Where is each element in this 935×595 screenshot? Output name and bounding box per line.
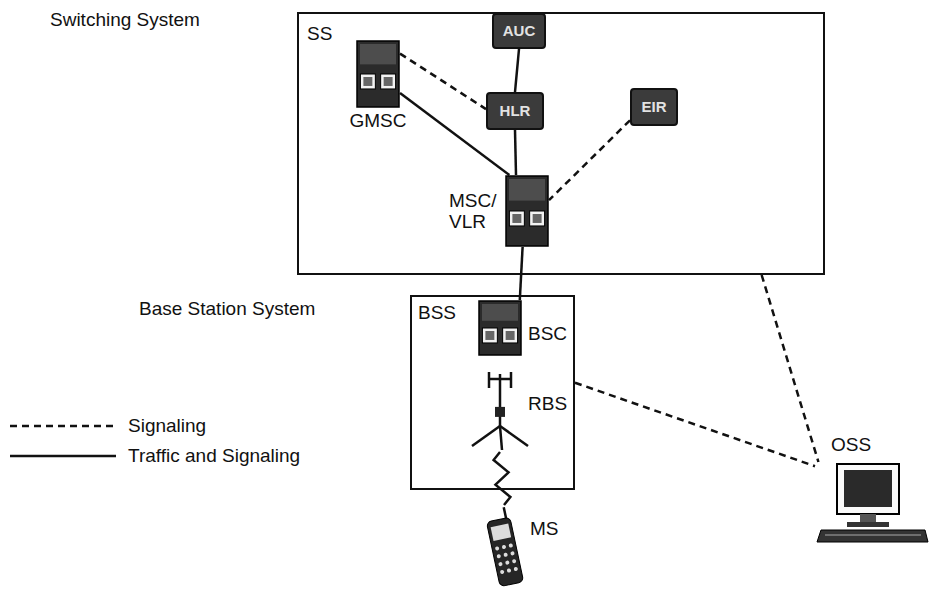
node-label: Base Station System xyxy=(139,299,315,320)
legend-label: Signaling xyxy=(128,416,206,437)
signaling-line xyxy=(400,54,486,110)
server-icon xyxy=(505,175,549,247)
legend-sample xyxy=(8,444,120,468)
switch-node: MSC/ VLR xyxy=(505,175,549,247)
legend-sample xyxy=(8,414,120,438)
register-box: HLR xyxy=(486,92,544,130)
node-label: MSC/ VLR xyxy=(449,191,501,233)
radio-tower: RBS xyxy=(468,370,532,452)
signaling-line xyxy=(762,275,819,462)
phone-icon xyxy=(486,505,522,589)
legend-label: Traffic and Signaling xyxy=(128,446,300,467)
node-label: OSS xyxy=(831,435,871,456)
node-label: RBS xyxy=(528,394,567,415)
node-label: BSC xyxy=(528,324,567,345)
node-label: SS xyxy=(307,24,332,45)
node-label: BSS xyxy=(418,303,456,324)
base-station-frame: Base Station SystemBSSBSCRBS xyxy=(410,295,575,490)
traffic-line xyxy=(515,130,516,175)
node-label: GMSC xyxy=(350,111,407,132)
radio-link xyxy=(494,452,511,505)
server-icon xyxy=(478,300,522,356)
register-box: AUC xyxy=(492,13,546,49)
node-label: Switching System xyxy=(50,10,200,31)
signaling-line xyxy=(549,120,630,200)
switch-node: GMSC xyxy=(356,40,400,108)
node-label: HLR xyxy=(500,103,531,120)
node-label: EIR xyxy=(641,99,666,116)
traffic-line xyxy=(515,49,519,92)
signaling-line xyxy=(575,383,815,466)
controller-node: BSC xyxy=(478,300,522,356)
tower-icon xyxy=(468,370,532,452)
operations-terminal: OSS xyxy=(815,462,929,546)
server-icon xyxy=(356,40,400,108)
node-label: MS xyxy=(530,519,559,540)
node-label: AUC xyxy=(503,23,536,40)
switching-system-frame: Switching SystemSSAUCGMSCHLREIRMSC/ VLR xyxy=(297,12,825,275)
register-box: EIR xyxy=(630,88,678,126)
mobile-phone: MS xyxy=(486,505,522,589)
pc-icon xyxy=(815,462,929,546)
